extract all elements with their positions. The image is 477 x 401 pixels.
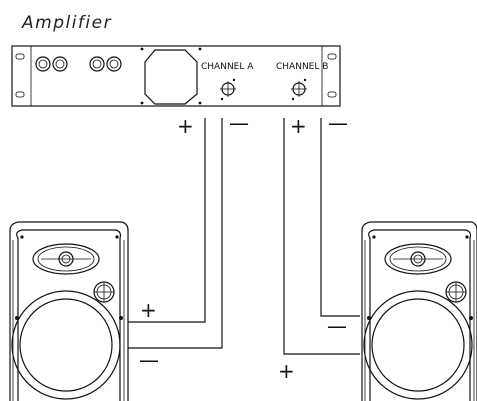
channel-a-positive-mark: + xyxy=(177,114,194,138)
channel-b-binding-post-icon xyxy=(291,78,307,101)
right-speaker-negative-mark: — xyxy=(327,314,347,338)
wire-channel-a-negative xyxy=(128,118,223,349)
rack-hole-icon xyxy=(15,91,25,98)
amplifier-title: Amplifier xyxy=(21,13,112,33)
channel-b-label: CHANNEL B xyxy=(276,62,328,72)
xlr-input-pair-a xyxy=(35,56,68,72)
rack-hole-icon xyxy=(15,53,25,60)
rack-hole-icon xyxy=(327,91,337,98)
channel-a-label: CHANNEL A xyxy=(201,62,254,72)
amplifier-unit: CHANNEL A CHANNEL B xyxy=(11,45,341,107)
wire-channel-b-negative xyxy=(320,118,360,317)
right-speaker-icon xyxy=(361,221,477,401)
fan-vent-icon xyxy=(144,49,198,105)
channel-b-positive-mark: + xyxy=(290,114,307,138)
amplifier-front-panel xyxy=(11,45,341,107)
wire-channel-a-positive xyxy=(128,118,206,323)
channel-b-negative-mark: — xyxy=(328,111,348,135)
left-speaker-icon xyxy=(9,221,129,401)
xlr-input-pair-b xyxy=(89,56,122,72)
left-speaker-negative-mark: — xyxy=(139,348,159,372)
right-speaker-positive-mark: + xyxy=(278,359,295,383)
left-speaker-positive-mark: + xyxy=(140,298,157,322)
wire-channel-b-positive xyxy=(283,118,360,355)
rack-hole-icon xyxy=(327,53,337,60)
channel-a-negative-mark: — xyxy=(229,111,249,135)
speaker-wires xyxy=(128,118,360,355)
channel-a-binding-post-icon xyxy=(220,78,236,101)
